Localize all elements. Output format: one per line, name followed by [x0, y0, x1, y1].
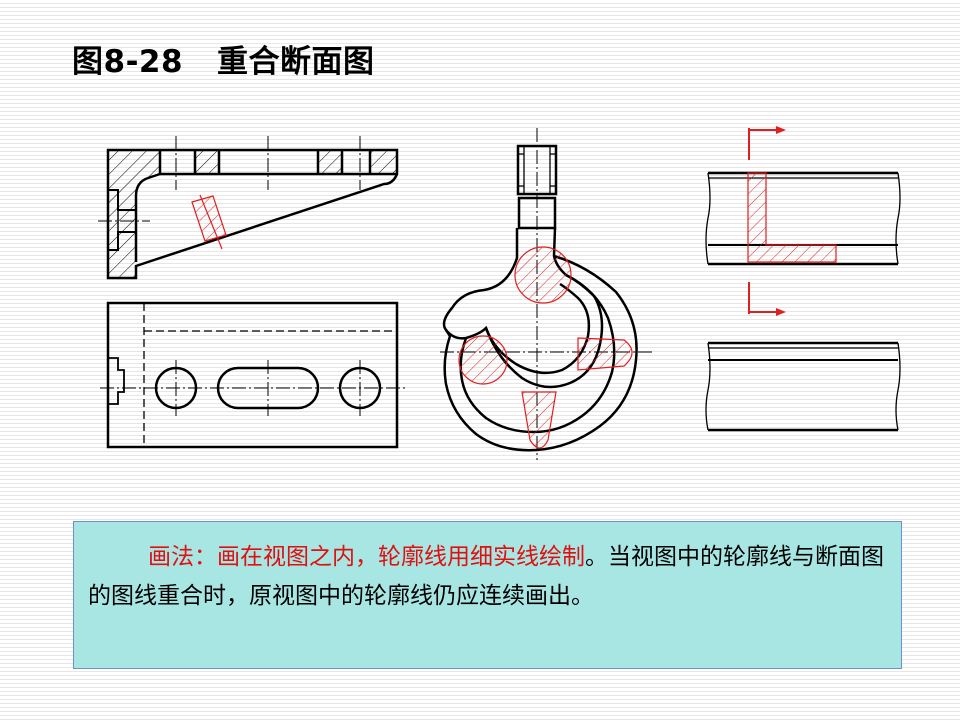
- bracket-front-view: [98, 136, 399, 280]
- technical-drawing: [98, 126, 901, 460]
- angle-section-view: [705, 126, 901, 432]
- note-body-text: 。当视图中的轮廓线与断面图的图线重合时，原视图中的轮廓线仍应连续画出。: [88, 544, 884, 609]
- drawing-method-text: 画法：画在视图之内，轮廓线用细实线绘制: [148, 544, 585, 570]
- crane-hook-view: [440, 128, 652, 460]
- explanation-note: 画法：画在视图之内，轮廓线用细实线绘制。当视图中的轮廓线与断面图的图线重合时，原…: [73, 521, 902, 669]
- bracket-top-view: [100, 301, 405, 449]
- page-title: 图8-28 重合断面图: [72, 44, 375, 80]
